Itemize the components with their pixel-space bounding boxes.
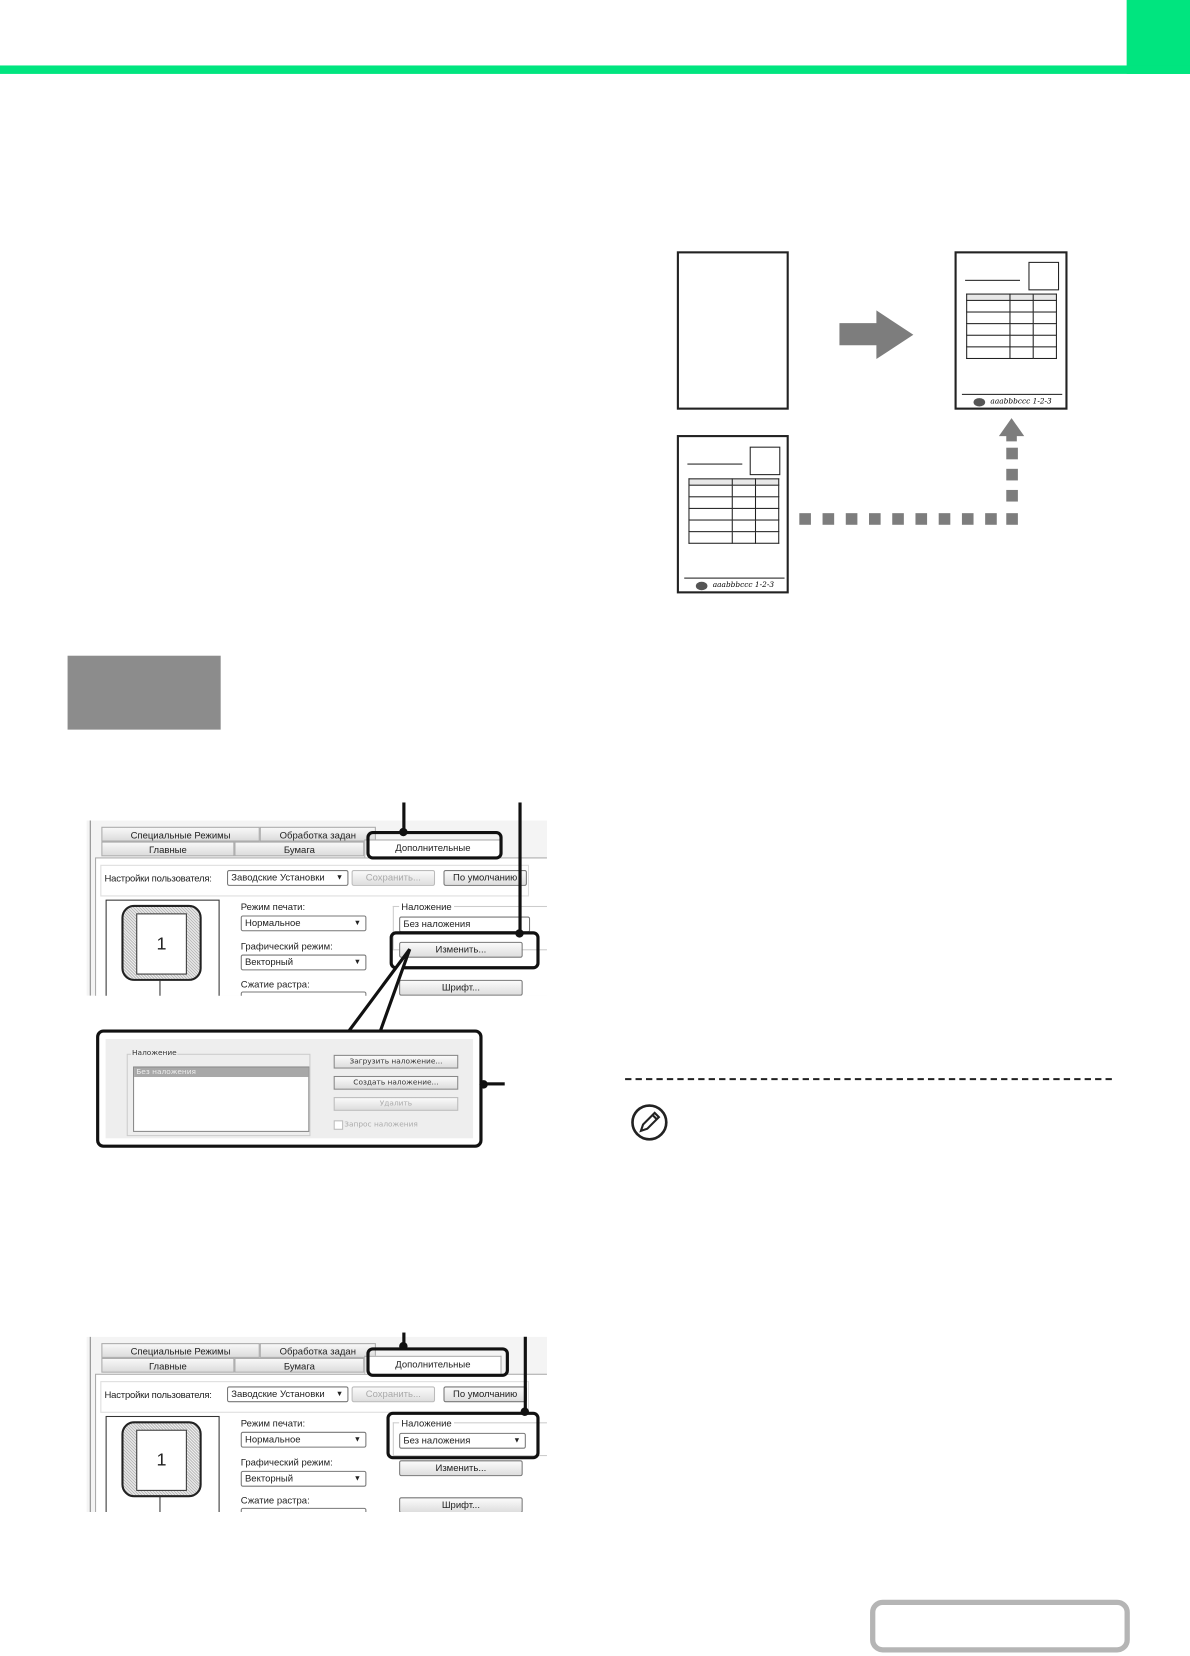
confirm-overlay-label: Запрос наложения xyxy=(344,1120,418,1129)
print-mode-label: Режим печати: xyxy=(240,1418,306,1429)
raster-compression-label: Сжатие растра: xyxy=(240,978,310,990)
delete-overlay-button[interactable]: Удалить xyxy=(333,1097,459,1111)
default-button[interactable]: По умолчанию xyxy=(443,870,527,886)
overlay-list[interactable]: Без наложения xyxy=(133,1066,310,1132)
print-settings-dialog: Специальные Режимы Обработка задан Главн… xyxy=(86,820,547,996)
user-settings-select[interactable]: Заводские Установки ▼ xyxy=(227,1386,349,1403)
font-button[interactable]: Шрифт... xyxy=(399,979,523,996)
chapter-tab-marker xyxy=(1126,0,1190,74)
edit-overlay-button[interactable]: Изменить... xyxy=(399,941,523,958)
user-settings-value: Заводские Установки xyxy=(231,1388,325,1400)
raster-compression-select[interactable] xyxy=(240,991,367,996)
overlay-group-label: Наложение xyxy=(399,1418,454,1429)
print-mode-label: Режим печати: xyxy=(240,901,306,913)
overlay-select-highlight xyxy=(386,1411,540,1460)
tab-special-modes[interactable]: Специальные Режимы xyxy=(101,1343,260,1358)
graphics-mode-value: Векторный xyxy=(244,956,294,968)
chevron-down-icon: ▼ xyxy=(335,874,344,882)
raster-compression-select[interactable] xyxy=(240,1507,367,1513)
tab-main[interactable]: Главные xyxy=(101,1357,235,1373)
page-preview: 1 xyxy=(105,899,220,996)
overlay-value: Без наложения xyxy=(403,918,471,930)
chevron-down-icon: ▼ xyxy=(353,919,362,928)
load-overlay-button[interactable]: Загрузить наложение... xyxy=(333,1054,459,1069)
print-mode-select[interactable]: Нормальное ▼ xyxy=(240,915,367,932)
graphics-mode-label: Графический режим: xyxy=(240,1457,333,1468)
logo-icon xyxy=(695,581,708,591)
user-settings-value: Заводские Установки xyxy=(231,872,325,883)
tab-special-modes[interactable]: Специальные Режимы xyxy=(101,826,260,842)
result-page-illustration: aaabbbccc 1-2-3 xyxy=(954,251,1068,410)
note-divider xyxy=(625,1078,1112,1081)
overlay-value: Без наложения xyxy=(403,1434,471,1446)
arrow-right-icon xyxy=(839,310,914,360)
overlay-settings-dialog: Наложение Без наложения Загрузить наложе… xyxy=(96,1029,483,1148)
tab-paper[interactable]: Бумага xyxy=(234,841,365,857)
step-number-box xyxy=(67,655,221,730)
footer-text: aaabbbccc 1-2-3 xyxy=(990,397,1052,406)
blank-page-illustration xyxy=(676,251,789,410)
user-settings-label: Настройки пользователя: xyxy=(104,873,212,884)
page-preview: 1 xyxy=(105,1415,220,1513)
graphics-mode-value: Векторный xyxy=(244,1472,294,1484)
chevron-down-icon: ▼ xyxy=(353,958,362,967)
preview-page-number: 1 xyxy=(136,1429,187,1491)
chevron-down-icon: ▼ xyxy=(353,1436,362,1444)
dotted-arrow-icon xyxy=(799,418,1025,525)
advanced-tab-highlight xyxy=(366,1347,509,1377)
footer-text: aaabbbccc 1-2-3 xyxy=(712,580,775,590)
edit-button-highlight xyxy=(389,931,540,970)
raster-compression-label: Сжатие растра: xyxy=(240,1495,310,1506)
advanced-tab-highlight xyxy=(366,830,503,860)
print-mode-value: Нормальное xyxy=(244,1433,301,1445)
tab-job-handling[interactable]: Обработка задан xyxy=(259,826,376,842)
user-settings-label: Настройки пользователя: xyxy=(104,1389,212,1401)
overlay-select[interactable]: Без наложения ▼ xyxy=(399,1432,526,1449)
print-mode-value: Нормальное xyxy=(244,917,301,929)
overlay-list-item[interactable]: Без наложения xyxy=(134,1067,309,1078)
tab-paper[interactable]: Бумага xyxy=(234,1357,365,1373)
callout-pointer xyxy=(345,948,412,1034)
font-button[interactable]: Шрифт... xyxy=(399,1497,523,1513)
navigation-button[interactable] xyxy=(870,1599,1130,1653)
overlay-select[interactable]: Без наложения xyxy=(399,916,531,933)
confirm-overlay-checkbox[interactable] xyxy=(333,1120,344,1130)
graphics-mode-label: Графический режим: xyxy=(240,940,333,952)
header-rule xyxy=(0,65,1190,74)
overlay-group-label: Наложение xyxy=(399,901,454,913)
default-button[interactable]: По умолчанию xyxy=(443,1386,527,1403)
overlay-list-label: Наложение xyxy=(130,1048,178,1057)
user-settings-select[interactable]: Заводские Установки ▼ xyxy=(227,870,349,886)
print-mode-select[interactable]: Нормальное ▼ xyxy=(240,1431,367,1448)
graphics-mode-select[interactable]: Векторный ▼ xyxy=(240,1470,367,1487)
create-overlay-button[interactable]: Создать наложение... xyxy=(333,1075,459,1090)
save-button[interactable]: Сохранить... xyxy=(351,870,436,886)
tab-main[interactable]: Главные xyxy=(101,841,235,857)
edit-overlay-button[interactable]: Изменить... xyxy=(399,1460,523,1477)
pencil-note-icon xyxy=(631,1104,668,1141)
save-button[interactable]: Сохранить... xyxy=(351,1386,436,1403)
chevron-down-icon: ▼ xyxy=(513,1437,521,1445)
graphics-mode-select[interactable]: Векторный ▼ xyxy=(240,954,367,971)
logo-icon xyxy=(973,398,986,407)
preview-page-number: 1 xyxy=(136,913,187,975)
tab-job-handling[interactable]: Обработка задан xyxy=(259,1343,376,1358)
chevron-down-icon: ▼ xyxy=(353,1475,362,1483)
tab-advanced[interactable]: Дополнительные xyxy=(364,1355,502,1374)
overlay-page-illustration: aaabbbccc 1-2-3 xyxy=(676,435,789,594)
chevron-down-icon: ▼ xyxy=(335,1390,344,1399)
print-settings-dialog-2: Специальные Режимы Обработка задан Главн… xyxy=(86,1336,547,1513)
